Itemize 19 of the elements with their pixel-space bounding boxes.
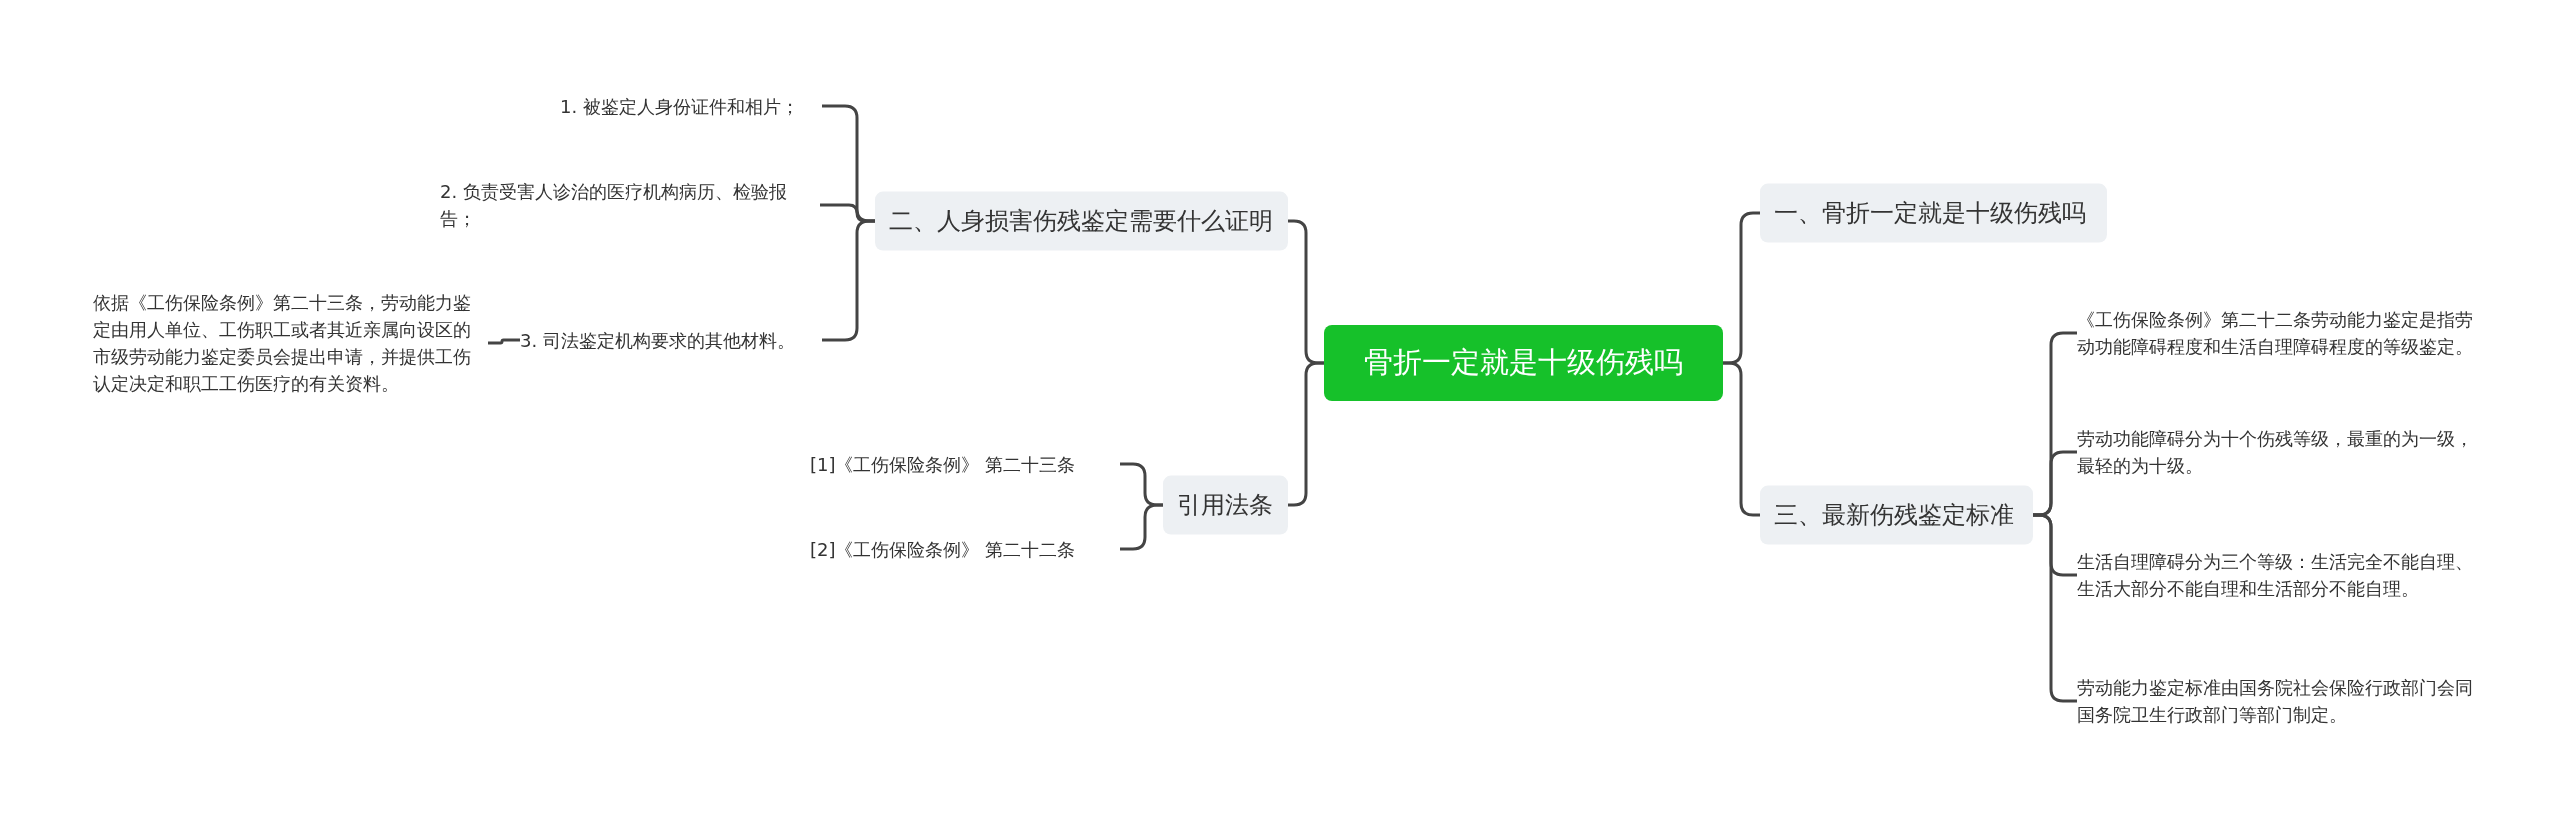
leaf-text: 生活自理障碍分为三个等级：生活完全不能自理、生活大部分不能自理和生活部分不能自理。 [2077,548,2477,602]
leaf-text: 3. 司法鉴定机构要求的其他材料。 [520,326,822,354]
leaf-text: 劳动能力鉴定标准由国务院社会保险行政部门会同国务院卫生行政部门等部门制定。 [2077,674,2477,728]
connector-line [488,338,520,345]
leaf-text: [2]《工伤保险条例》 第二十二条 [810,535,1120,563]
leaf-text: [1]《工伤保险条例》 第二十三条 [810,450,1120,478]
central-topic-box: 骨折一定就是十级伤残吗 [1324,325,1723,401]
connector-line [1723,361,1760,517]
leaf-text: 《工伤保险条例》第二十二条劳动能力鉴定是指劳动功能障碍程度和生活自理障碍程度的等级鉴定。 [2077,306,2477,360]
leaf-text: 2. 负责受害人诊治的医疗机构病历、检验报告； [440,178,820,232]
leaf-text: 依据《工伤保险条例》第二十三条，劳动能力鉴定由用人单位、工伤职工或者其近亲属向设区的市级劳动能力鉴定委员会提出申请，并提供工伤认定决定和职工工伤医疗的有关资料。 [93,289,488,397]
leaf-text: 1. 被鉴定人身份证件和相片； [560,92,822,120]
topic-box: 二、人身损害伤残鉴定需要什么证明 [875,191,1288,251]
topic-box: 引用法条 [1163,475,1288,535]
connector-line [1288,361,1324,507]
connector-line [1120,503,1163,551]
topic-box: 三、最新伤残鉴定标准 [1760,485,2033,545]
leaf-text: 劳动功能障碍分为十个伤残等级，最重的为一级，最轻的为十级。 [2077,425,2477,479]
topic-box: 一、骨折一定就是十级伤残吗 [1760,183,2107,243]
